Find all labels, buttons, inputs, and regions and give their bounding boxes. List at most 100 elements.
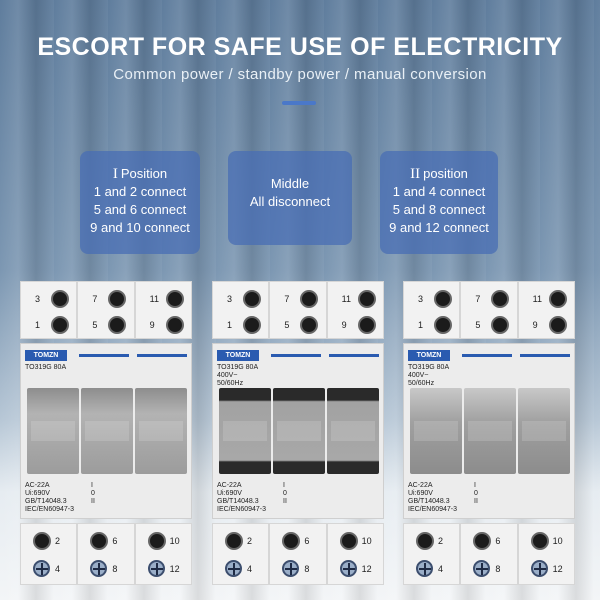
terminal-number: 10 — [169, 536, 180, 546]
terminal-number: 11 — [341, 294, 351, 304]
terminal-hole — [165, 316, 184, 334]
terminal-hole — [33, 532, 51, 550]
spec-line: AC-22A — [217, 482, 242, 489]
indicator-line: I — [283, 482, 285, 489]
terminal-hole — [108, 290, 127, 308]
terminal-block: 11 9 — [326, 281, 384, 339]
terminal-hole — [51, 316, 69, 334]
terminal-hole — [491, 290, 510, 308]
blue-strip — [137, 354, 187, 357]
rating-line: TO319G 80A — [217, 364, 259, 371]
spec-line: Ui:690V — [25, 490, 50, 497]
spec-line: AC-22A — [408, 482, 433, 489]
terminal-hole — [491, 316, 510, 334]
card-line: 1 and 4 connect — [392, 184, 486, 199]
terminal-number: 9 — [341, 320, 347, 330]
card-line: All disconnect — [249, 194, 331, 209]
terminal-number: 4 — [55, 564, 61, 574]
spec-line: IEC/EN60947-3 — [217, 506, 267, 513]
indicator-line: 0 — [474, 490, 478, 497]
lever-group — [219, 388, 379, 474]
terminal-hole — [90, 532, 109, 550]
terminal-number: 12 — [552, 564, 563, 574]
terminal-screw — [473, 560, 491, 577]
rating-line: TO319G 80A — [408, 364, 450, 371]
terminal-number: 12 — [361, 564, 372, 574]
terminal-hole — [434, 316, 452, 334]
terminal-hole — [147, 532, 166, 550]
indicator-line: II — [283, 498, 287, 505]
spec-line: Ui:690V — [408, 490, 433, 497]
terminal-number: 4 — [438, 564, 444, 574]
terminal-number: 7 — [92, 294, 98, 304]
spec-line: Ui:690V — [217, 490, 242, 497]
rating-line: 400V~ — [408, 372, 429, 379]
card-line: 5 and 8 connect — [392, 202, 486, 217]
rating-line: 400V~ — [217, 372, 238, 379]
terminal-hole — [300, 290, 319, 308]
terminal-number: 12 — [169, 564, 180, 574]
terminal-screw — [33, 560, 50, 577]
indicator-line: I — [91, 482, 93, 489]
indicator-line: II — [91, 498, 95, 505]
spec-line: GB/T14048.3 — [217, 498, 259, 505]
terminal-number: 3 — [418, 294, 424, 304]
brand-label: TOMZN — [25, 350, 67, 361]
terminal-screw — [339, 560, 357, 577]
subheadline: Common power / standby power / manual co… — [113, 66, 487, 83]
terminal-number: 11 — [532, 294, 542, 304]
terminal-screw — [90, 560, 108, 577]
terminal-hole — [243, 316, 261, 334]
terminal-hole — [108, 316, 127, 334]
terminal-number: 7 — [475, 294, 481, 304]
switch-lever — [273, 388, 325, 474]
terminal-number: 1 — [35, 320, 41, 330]
headline: ESCORT FOR SAFE USE OF ELECTRICITY — [37, 33, 563, 61]
terminal-block: 10 12 — [517, 523, 575, 585]
card-line: 9 and 12 connect — [389, 220, 489, 235]
terminal-number: 6 — [304, 536, 310, 546]
switch-lever — [135, 388, 187, 474]
rating-line: 50/60Hz — [408, 380, 435, 387]
terminal-number: 5 — [92, 320, 98, 330]
card-title-label: position — [423, 166, 468, 181]
terminal-number: 2 — [55, 536, 61, 546]
indicator-line: 0 — [91, 490, 95, 497]
blue-strip — [329, 354, 379, 357]
spec-line: IEC/EN60947-3 — [25, 506, 75, 513]
terminal-number: 10 — [552, 536, 563, 546]
terminal-number: 5 — [284, 320, 290, 330]
blue-strip — [520, 354, 570, 357]
roman-numeral: II — [410, 166, 421, 182]
switch-lever — [410, 388, 462, 474]
rating-line: TO319G 80A — [25, 364, 67, 371]
terminal-hole — [473, 532, 492, 550]
terminal-hole — [357, 290, 376, 308]
terminal-hole — [548, 290, 567, 308]
roman-numeral: I — [112, 166, 118, 182]
